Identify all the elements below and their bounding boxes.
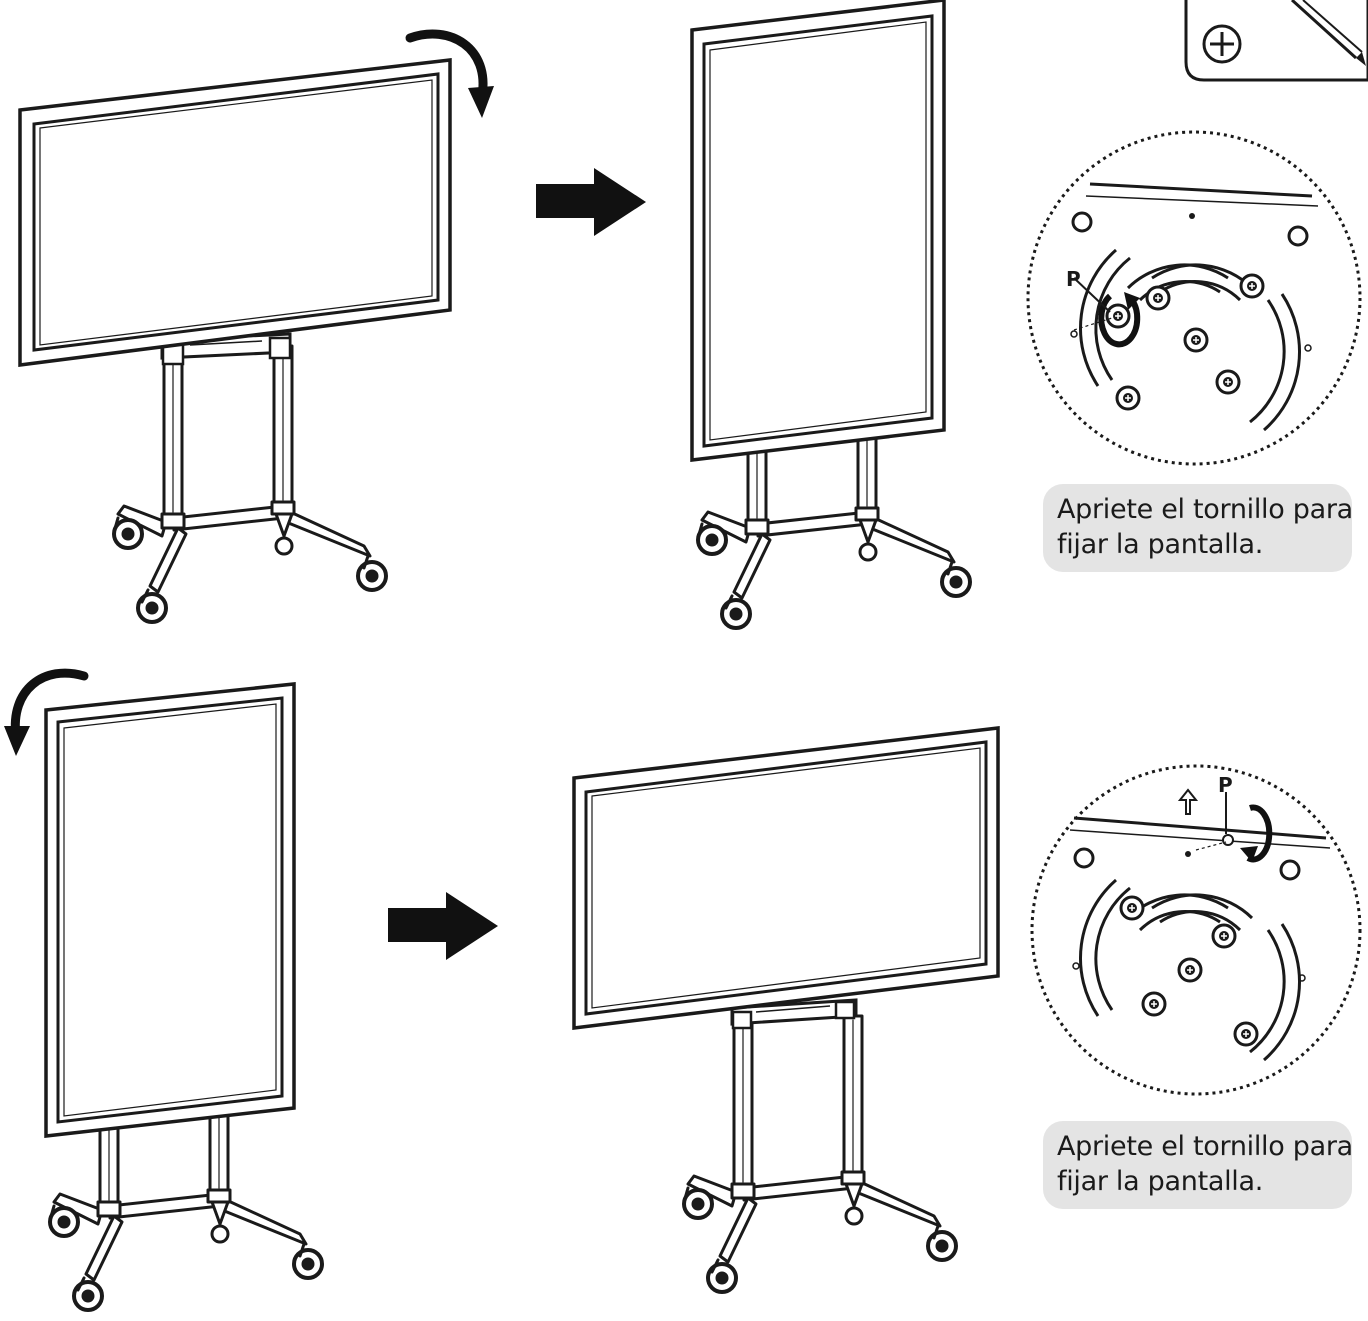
- screw-detail-circle-1: P: [1026, 130, 1362, 466]
- caption-line: Apriete el tornillo para: [1057, 1131, 1353, 1162]
- right-arrow-icon: [536, 168, 646, 236]
- caption-line: fijar la pantalla.: [1057, 1166, 1264, 1197]
- caption-line: Apriete el tornillo para: [1057, 494, 1353, 525]
- right-arrow-icon: [388, 892, 498, 960]
- up-arrow-icon: [1177, 788, 1199, 815]
- instruction-caption: Apriete el tornillo para fijar la pantal…: [1043, 484, 1353, 572]
- phillips-screw-icon: [1202, 24, 1242, 64]
- bottom-center-landscape-display: [572, 726, 1000, 1294]
- rotate-counterclockwise-arrow-icon: [4, 668, 89, 756]
- callout-label: P: [1066, 267, 1081, 291]
- rotate-clockwise-arrow-icon: [405, 29, 494, 118]
- caption-line: fijar la pantalla.: [1057, 529, 1264, 560]
- instruction-caption: Apriete el tornillo para fijar la pantal…: [1043, 1121, 1353, 1209]
- bottom-left-portrait-display: [44, 682, 324, 1312]
- screwdriver-icon: [1184, 0, 1368, 82]
- top-center-portrait-display: [690, 0, 972, 630]
- screw-detail-circle-2: P: [1030, 764, 1362, 1096]
- top-left-landscape-display: [18, 58, 452, 624]
- callout-label: P: [1218, 773, 1233, 797]
